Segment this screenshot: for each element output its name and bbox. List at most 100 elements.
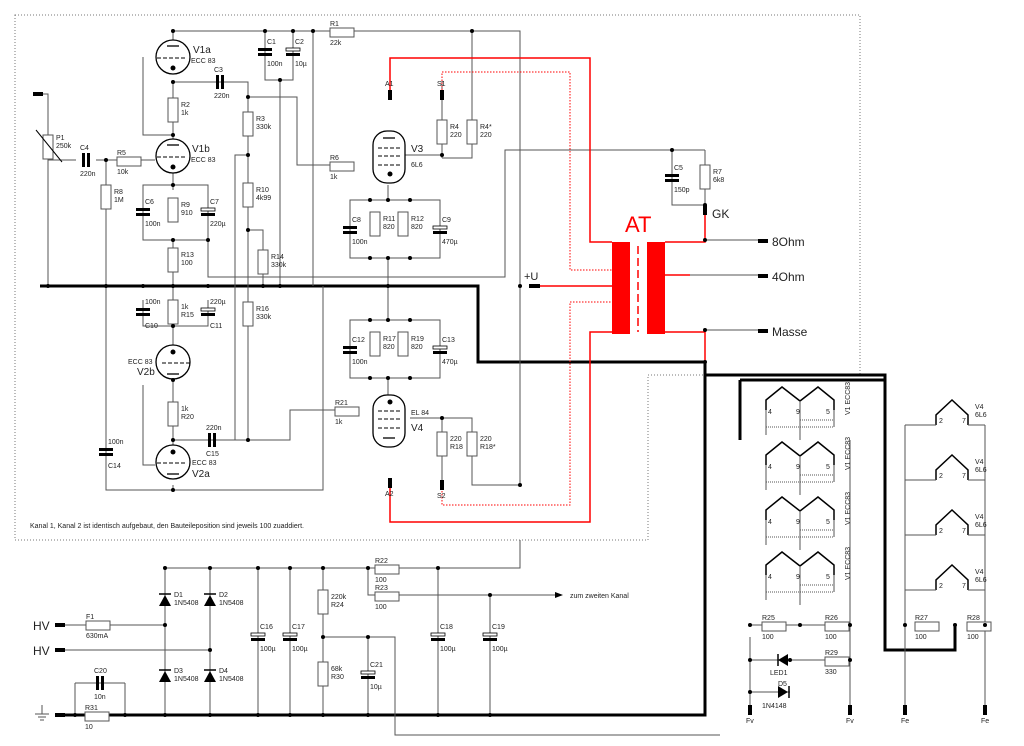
svg-text:S1: S1 xyxy=(437,81,446,88)
svg-text:V4: V4 xyxy=(975,459,984,466)
junction-dot xyxy=(408,376,412,380)
tube-v2a: ECC 83 V2a xyxy=(155,444,217,480)
junction-dot xyxy=(670,148,674,152)
junction-dot xyxy=(291,29,295,33)
resistor-r18s xyxy=(466,431,478,457)
svg-text:ECC 83: ECC 83 xyxy=(192,460,217,467)
junction-dot xyxy=(408,256,412,260)
junction-dot xyxy=(703,360,707,364)
potentiometer-p1 xyxy=(33,92,63,163)
plus-u-label: +U xyxy=(524,271,538,283)
label-r12-b: 820 xyxy=(411,224,423,231)
label-c18-b: 100µ xyxy=(440,646,456,653)
svg-text:4: 4 xyxy=(768,464,772,471)
svg-text:V2b: V2b xyxy=(137,367,155,378)
junction-dot xyxy=(436,566,440,570)
label-r1-a: R1 xyxy=(330,21,339,28)
label-r31-a: R31 xyxy=(85,705,98,712)
junction-dot xyxy=(368,256,372,260)
resistor-r28 xyxy=(966,621,992,632)
label-r9-b: 910 xyxy=(181,210,193,217)
junction-dot xyxy=(703,238,707,242)
label-c7-a: C7 xyxy=(210,199,219,206)
resistor-r14 xyxy=(257,249,269,275)
junction-dot xyxy=(208,713,212,717)
capacitor-c13 xyxy=(432,345,448,354)
label-r16-b: 330k xyxy=(256,314,272,321)
label-c11-b: C11 xyxy=(210,323,222,330)
resistors xyxy=(33,27,992,722)
second-channel-label: zum zweiten Kanal xyxy=(570,593,629,600)
label-r14-a: R14 xyxy=(271,254,284,261)
junction-dot xyxy=(278,78,282,82)
junction-dot xyxy=(903,623,907,627)
capacitor-c11 xyxy=(200,307,216,316)
label-c3-b: 220n xyxy=(214,93,230,100)
resistor-r8 xyxy=(100,184,112,210)
svg-text:6L6: 6L6 xyxy=(975,467,987,474)
capacitor-c14 xyxy=(99,448,113,456)
svg-text:V1 ECC83: V1 ECC83 xyxy=(845,382,852,415)
transformer-primary xyxy=(612,242,630,334)
label-c16-a: C16 xyxy=(260,624,273,631)
label-c10-b: C10 xyxy=(145,323,158,330)
label-r20-b: R20 xyxy=(181,414,194,421)
label-c21-a: C21 xyxy=(370,662,383,669)
resistor-r25 xyxy=(761,621,787,632)
junction-dot xyxy=(246,153,250,157)
svg-text:A1: A1 xyxy=(385,81,394,88)
junction-dot xyxy=(171,378,175,382)
label-r17-a: R17 xyxy=(383,336,396,343)
svg-text:9: 9 xyxy=(796,519,800,526)
label-c13-b: 470µ xyxy=(442,359,458,366)
label-r31-b: 10 xyxy=(85,724,93,731)
svg-text:6L6: 6L6 xyxy=(975,522,987,529)
svg-text:ECC 83: ECC 83 xyxy=(128,359,153,366)
junction-dot xyxy=(748,658,752,662)
ground-icon xyxy=(35,705,49,721)
label-c11-a: 220µ xyxy=(210,299,226,306)
label-r3-b: 330k xyxy=(256,124,272,131)
label-r7-a: R7 xyxy=(713,169,722,176)
hv-input-1: HV xyxy=(33,619,50,633)
svg-text:4: 4 xyxy=(768,574,772,581)
label-r6-a: R6 xyxy=(330,155,339,162)
capacitor-c2 xyxy=(285,47,301,56)
junction-dot xyxy=(171,133,175,137)
resistor-r26 xyxy=(824,621,850,632)
svg-text:D5: D5 xyxy=(778,681,787,688)
svg-text:F1: F1 xyxy=(86,614,94,621)
junction-dot xyxy=(171,183,175,187)
label-c14-b: C14 xyxy=(108,463,121,470)
label-c8-a: C8 xyxy=(352,217,361,224)
svg-text:5: 5 xyxy=(826,519,830,526)
junction-dot xyxy=(171,438,175,442)
junction-dot xyxy=(368,198,372,202)
label-r24-b: R24 xyxy=(331,602,344,609)
label-r29-b: 330 xyxy=(825,669,837,676)
tube-v2b: ECC 83 V2b xyxy=(128,344,191,380)
capacitor-c15 xyxy=(208,433,216,447)
junction-dot xyxy=(171,488,175,492)
svg-text:1N5408: 1N5408 xyxy=(174,600,199,607)
junction-dot xyxy=(163,713,167,717)
svg-text:ECC 83: ECC 83 xyxy=(191,157,216,164)
svg-text:EL 84: EL 84 xyxy=(411,410,429,417)
resistor-r20 xyxy=(167,401,179,427)
tube-v4: EL 84 V4 xyxy=(372,394,429,448)
label-c17-b: 100µ xyxy=(292,646,308,653)
label-c16-b: 100µ xyxy=(260,646,276,653)
svg-text:630mA: 630mA xyxy=(86,633,109,640)
output-8ohm: 8Ohm xyxy=(772,235,805,249)
power-inputs: HV HV xyxy=(33,619,65,721)
label-r19-b: 820 xyxy=(411,344,423,351)
arrow-icon xyxy=(555,592,563,598)
resistor-r23 xyxy=(374,591,400,602)
junction-dot xyxy=(488,713,492,717)
label-r28-a: R28 xyxy=(967,615,980,622)
junction-dot xyxy=(288,713,292,717)
resistor-r6 xyxy=(329,161,355,172)
